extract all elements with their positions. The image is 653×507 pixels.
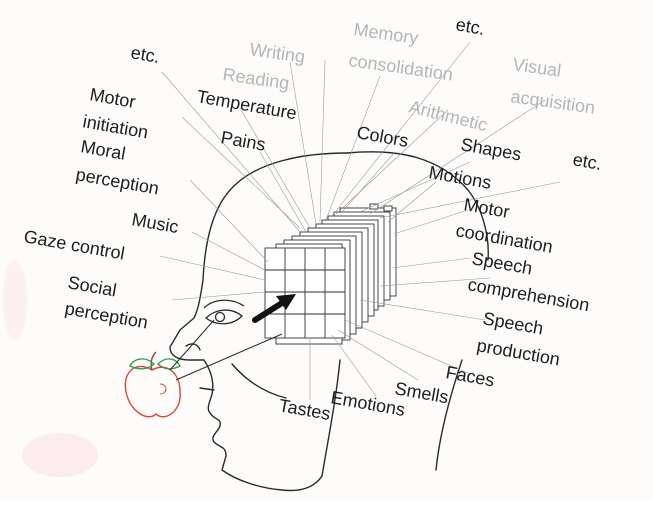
label-motions: Motions [427,162,493,193]
paper-stain [3,260,27,340]
eye-near [204,300,244,324]
apple-icon [125,352,180,417]
label-faces: Faces [444,362,496,390]
label-motor-coordination-2: coordination [454,220,554,257]
label-visual: Visual [511,54,562,81]
label-pains: Pains [219,127,267,155]
label-writing: Writing [248,39,306,67]
module-stack [265,204,396,344]
label-colors: Colors [355,122,410,151]
sheet-tab [384,206,392,211]
label-social-perception-2: perception [63,298,149,332]
label-motor-coordination-1: Motor [462,194,511,222]
label-etc-right: etc. [571,149,603,174]
label-speech-comprehension-1: Speech [470,248,534,278]
label-speech-production-1: Speech [481,308,545,338]
label-etc-top-left: etc. [129,42,161,67]
paper-stain [22,433,98,477]
label-music: Music [130,209,180,237]
label-etc-top-right: etc. [454,14,486,39]
label-social-perception-1: Social [66,272,118,300]
label-acquisition: acquisition [509,86,596,118]
label-memory: Memory [352,19,419,48]
label-consolidation: consolidation [347,50,454,84]
label-shapes: Shapes [459,134,523,164]
label-gaze-control: Gaze control [22,226,126,263]
label-speech-production-2: production [475,335,561,369]
label-arithmetic: Arithmetic [407,96,489,135]
label-reading: Reading [221,64,290,93]
label-motor-initiation-1: Motor [88,84,137,112]
label-moral-perception-2: perception [74,164,160,198]
label-moral-perception-1: Moral [79,136,127,164]
labels: Writing Reading Memory consolidation Vis… [22,14,603,424]
label-tastes: Tastes [277,395,332,424]
sheet-tab [370,204,378,209]
